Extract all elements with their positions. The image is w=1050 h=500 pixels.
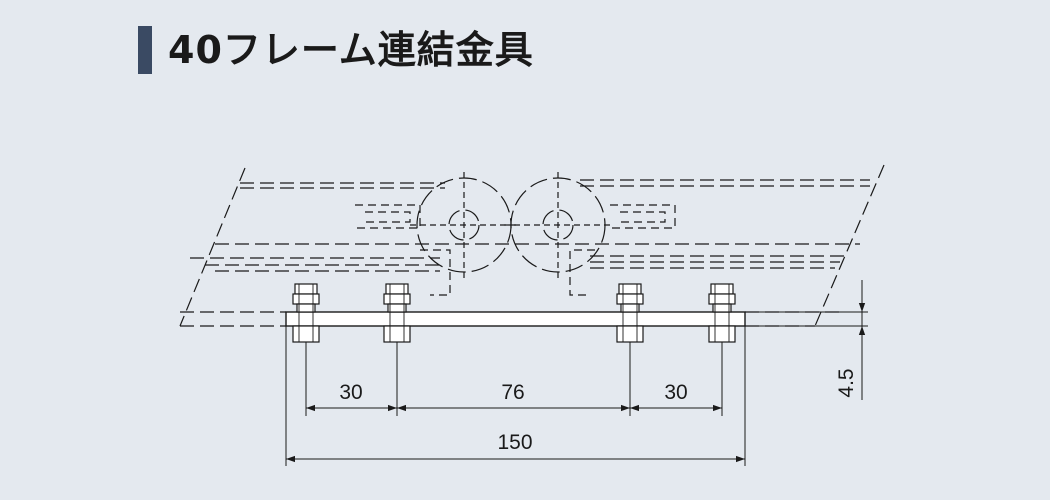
bolt-4	[708, 283, 736, 343]
dim-label-pitch-center: 76	[501, 381, 524, 404]
bolt-3	[616, 283, 644, 343]
dim-label-thickness: 4.5	[835, 368, 858, 397]
slot-phantom-profile	[355, 204, 676, 296]
bolt-2	[383, 283, 411, 343]
frame-circle-right	[504, 172, 612, 278]
extension-lines	[285, 311, 868, 466]
dim-label-pitch-right: 30	[664, 381, 687, 404]
bolt-1	[292, 283, 320, 343]
dim-label-overall: 150	[497, 431, 532, 454]
connector-plate	[285, 311, 746, 327]
frame-phantom-outline	[179, 164, 885, 327]
dim-label-pitch-left: 30	[339, 381, 362, 404]
page-title: 40フレーム連結金具	[168, 28, 534, 72]
title-accent-bar	[138, 26, 152, 74]
